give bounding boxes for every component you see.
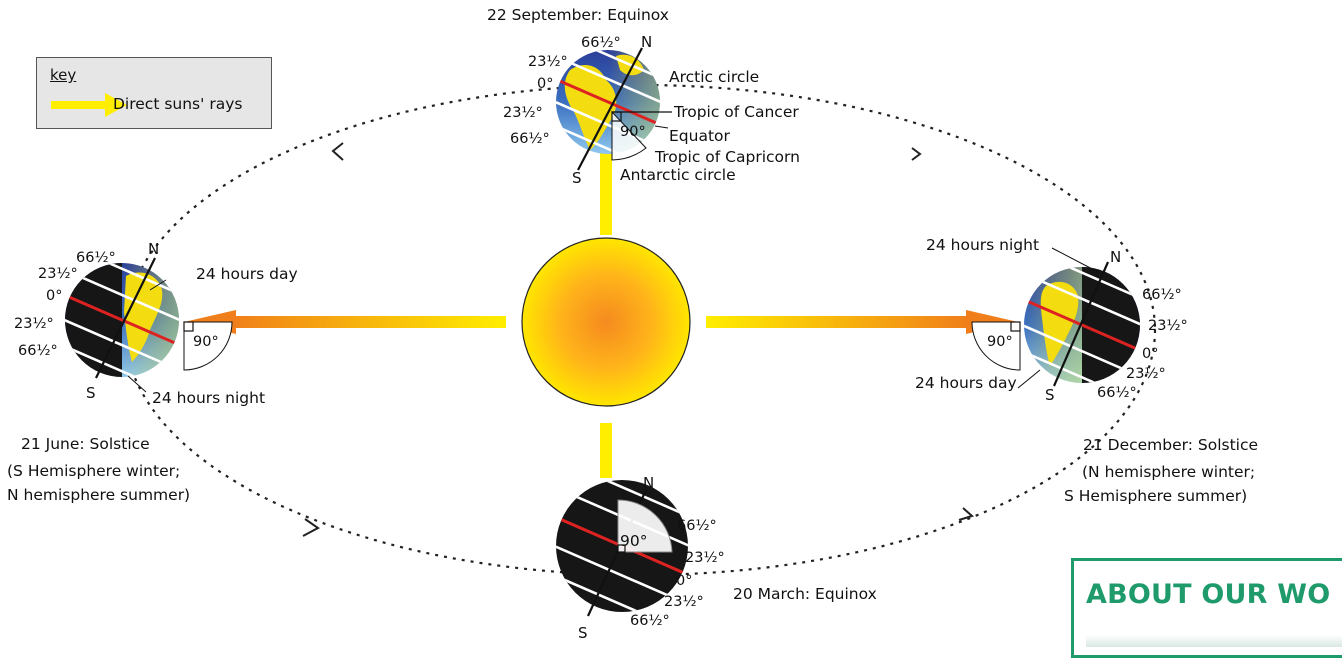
september-lat-66n: 66½° [581,35,621,51]
right-angle-marker [617,544,626,553]
december-lat-66s: 66½° [1097,385,1137,401]
june-lat-0: 0° [46,288,62,304]
earth-december [971,247,1140,389]
december-lat-0: 0° [1142,346,1158,362]
continent-land [564,65,617,150]
march-angle: 90° [620,532,647,550]
ray-down [600,423,612,478]
december-24h-day: 24 hours day [915,374,1017,392]
march-lat-66n: 66½° [677,518,717,534]
december-lat-23n: 23½° [1148,318,1188,334]
september-lat-66s: 66½° [510,131,550,147]
label-leader [1051,247,1099,273]
key-title: key [50,66,77,84]
december-24h-night: 24 hours night [926,236,1039,254]
about-text-strip [1086,635,1342,647]
label-leader [149,279,167,291]
december-lat-23s: 23½° [1126,366,1166,382]
ray-up [600,150,612,235]
june-lat-23s: 23½° [14,316,54,332]
december-title: 21 December: Solstice [1083,436,1258,454]
continent-land [124,272,163,362]
september-title: 22 September: Equinox [487,6,669,24]
about-panel: ABOUT OUR WO [1071,558,1342,658]
december-pole-n: N [1110,248,1121,266]
june-note-line-2: N hemisphere summer) [7,486,190,504]
earth-axis [577,47,643,171]
key-box: key Direct suns' rays [36,57,272,129]
right-angle-wedge [183,321,233,371]
june-pole-n: N [148,240,159,258]
right-angle-marker [1010,321,1021,332]
right-angle-marker [183,321,194,332]
december-note-line-1: (N hemisphere winter; [1082,463,1255,481]
june-24h-day: 24 hours day [196,265,298,283]
key-label: Direct suns' rays [113,95,243,113]
ray-left [230,316,506,328]
ray-right [706,316,968,328]
about-heading: ABOUT OUR WO [1086,579,1331,610]
sun [521,237,691,407]
september-pole-n: N [641,33,652,51]
orbit-arrow-ne [911,147,922,161]
june-note-line-1: (S Hemisphere winter; [7,462,180,480]
june-lat-66s: 66½° [18,343,58,359]
june-angle: 90° [193,334,219,350]
september-lat-0: 0° [537,76,553,92]
september-tropic-cancer: Tropic of Cancer [673,103,799,121]
december-pole-s: S [1045,386,1055,404]
march-lat-0: 0° [676,573,692,589]
september-arctic-circle: Arctic circle [669,68,759,86]
june-title: 21 June: Solstice [21,435,150,453]
orbit-arrow-sw [302,518,320,537]
september-angle: 90° [620,124,646,140]
direct-rays-arrow-icon [51,93,127,117]
right-angle-wedge [617,499,673,553]
september-lat-23s: 23½° [503,105,543,121]
september-pole-s: S [572,169,582,187]
earth-axis [1052,261,1110,387]
september-tropic-capricorn: Tropic of Capricorn [654,148,800,166]
right-angle-wedge [971,321,1021,371]
label-leader [654,125,669,129]
march-lat-66s: 66½° [630,613,670,629]
september-lat-23n: 23½° [528,54,568,70]
march-title: 20 March: Equinox [733,585,877,603]
orbit-direction-arrows [302,142,974,537]
orbit-arrow-nw [331,142,344,161]
june-lat-23n: 23½° [38,266,78,282]
continent-land [1040,281,1079,366]
earth-march [556,480,688,617]
march-pole-n: N [643,474,654,492]
march-lat-23n: 23½° [685,550,725,566]
earth-june [65,257,233,393]
december-lat-66n: 66½° [1142,287,1182,303]
march-lat-23s: 23½° [664,594,704,610]
march-pole-s: S [578,624,588,642]
june-24h-night: 24 hours night [152,389,265,407]
seasons-diagram: 22 September: Equinox 66½° 23½° 0° 23½° … [7,6,1258,642]
september-antarctic-circle: Antarctic circle [620,166,736,184]
right-angle-wedge [611,110,647,161]
september-equator: Equator [669,127,731,145]
orbit-arrow-se [958,507,974,521]
earth-axis [95,257,156,379]
june-lat-66n: 66½° [76,250,116,266]
june-pole-s: S [86,384,96,402]
december-note-line-2: S Hemisphere summer) [1064,487,1247,505]
label-leader [1017,369,1041,389]
december-angle: 90° [987,334,1013,350]
label-leader [127,375,147,393]
